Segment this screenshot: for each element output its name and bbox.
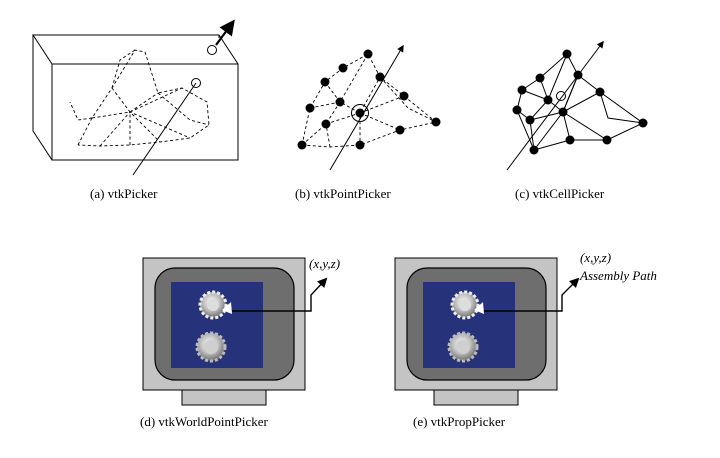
bounding-box-top <box>32 34 239 65</box>
pick-ray-arrow <box>215 19 235 46</box>
prop-pointer <box>484 277 580 312</box>
caption-d: (d) vtkWorldPointPicker <box>140 414 269 429</box>
gear-icon <box>195 331 227 363</box>
dashed-mesh <box>69 49 210 147</box>
mesh-points <box>297 49 441 150</box>
mouse-cursor-icon <box>474 302 484 314</box>
gear-icon <box>447 331 479 363</box>
world-coordinate-label: (x,y,z) <box>309 256 340 271</box>
panel-d-vtkworldpointpicker: (x,y,z) (d) vtkWorldPointPicker <box>140 256 340 429</box>
exit-point-marker <box>207 45 217 55</box>
monitor-stand <box>181 388 267 406</box>
solid-mesh <box>516 53 644 151</box>
bounding-box-front <box>51 63 239 161</box>
caption-b: (b) vtkPointPicker <box>295 186 391 201</box>
assembly-path-label: Assembly Path <box>579 268 657 283</box>
pick-ray <box>329 44 404 171</box>
entry-point-marker <box>191 78 201 88</box>
caption-a: (a) vtkPicker <box>90 186 158 201</box>
pick-ray <box>506 40 604 171</box>
pick-ray <box>132 82 197 176</box>
gear-icon <box>198 290 228 320</box>
panel-c-vtkcellpicker: (c) vtkCellPicker <box>506 40 648 201</box>
cell-intersection-marker <box>556 91 566 101</box>
monitor-stand <box>433 388 519 406</box>
prop-coordinate-label: (x,y,z) <box>580 250 611 265</box>
gear-icon <box>450 290 480 320</box>
panel-a-vtkpicker: (a) vtkPicker <box>32 19 239 201</box>
caption-e: (e) vtkPropPicker <box>413 414 506 429</box>
dashed-mesh <box>301 53 438 148</box>
mouse-cursor-icon <box>222 302 232 314</box>
caption-c: (c) vtkCellPicker <box>515 186 605 201</box>
panel-b-vtkpointpicker: (b) vtkPointPicker <box>295 44 441 201</box>
picked-point-ring <box>351 104 369 122</box>
bounding-box-side <box>32 35 53 161</box>
panel-e-vtkproppicker: (x,y,z) Assembly Path (e) vtkPropPicker <box>394 250 657 429</box>
world-point-pointer <box>232 277 328 312</box>
